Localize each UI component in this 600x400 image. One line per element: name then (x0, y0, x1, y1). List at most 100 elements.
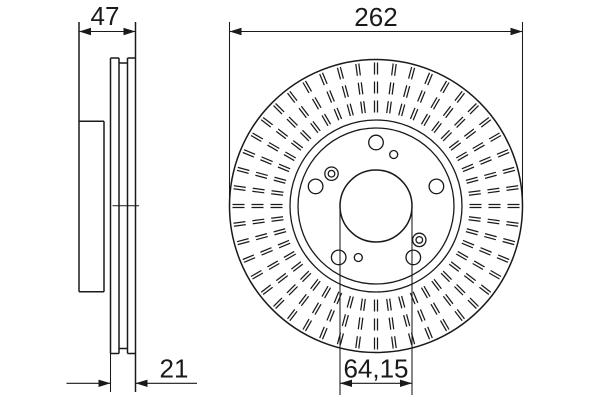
vent-slot-line (260, 257, 306, 293)
outer-diameter-label: 262 (354, 2, 397, 32)
vent-slot-line (457, 151, 510, 175)
vent-slot-line (461, 226, 516, 243)
vent-slot-line (388, 293, 397, 349)
vent-slot-line (243, 240, 296, 263)
vent-slot-line (438, 266, 479, 307)
bolt-holes (307, 134, 445, 266)
vent-slot-line (436, 268, 477, 309)
vent-slot-line (275, 268, 316, 309)
vent-slot-line (388, 63, 397, 119)
vent-slot-line (252, 250, 301, 280)
friction-ring-lines (109, 22, 137, 392)
vent-slot-line (444, 117, 490, 152)
vent-slot-line (302, 281, 332, 330)
outer-diameter-dimension: 262 (228, 2, 524, 206)
width-dimension: 47 (79, 1, 136, 36)
vent-slot-line (287, 92, 322, 138)
vent-slot-line (237, 229, 292, 246)
arrow-right-icon (510, 27, 523, 36)
vent-slot-line (451, 250, 500, 280)
vent-slot-line (456, 240, 509, 263)
vent-slot-line (275, 103, 316, 144)
vent-slot-line (463, 215, 519, 224)
vent-slot-line (358, 293, 367, 349)
ring-bottom-edge (110, 347, 136, 355)
hat-face-line (78, 22, 105, 293)
arrow-right-icon (98, 379, 111, 387)
vent-slot-line (461, 169, 516, 186)
vent-slot-line (242, 237, 295, 261)
vent-slot-line (262, 260, 308, 295)
vent-slot-line (438, 105, 479, 146)
vent-slot-line (420, 281, 450, 330)
vent-slot-line (446, 119, 492, 155)
vent-slot-line (339, 66, 356, 121)
ring-top-edge (110, 57, 136, 64)
vent-slot-line (446, 257, 492, 293)
pin-hole (389, 149, 399, 160)
vent-slot-line (233, 185, 289, 194)
vent-slot-line (242, 151, 295, 175)
screw-hole-inner (415, 235, 424, 244)
vent-slot-line (451, 132, 500, 162)
vent-slot-line (250, 248, 300, 278)
vent-slot-line (273, 105, 314, 146)
thickness-label: 21 (160, 354, 189, 384)
vent-slot-line (427, 276, 463, 322)
vent-slot-line (396, 66, 413, 121)
vent-slot-line (319, 73, 342, 126)
vent-slot-line (321, 72, 345, 125)
vent-slot-line (436, 103, 477, 144)
vent-slot-line (385, 63, 394, 119)
vent-spokes (232, 62, 520, 350)
vent-slot-line (460, 166, 515, 183)
vent-slot-line (418, 282, 448, 332)
vent-slot-line (250, 134, 300, 164)
screw-hole-outer (411, 232, 427, 248)
outer-diameter-circle (228, 58, 524, 354)
center-bore-dimension: 64,15 (339, 206, 413, 395)
friction-inner-circle (289, 119, 463, 293)
vent-slot-line (233, 215, 289, 224)
vent-slot-line (273, 266, 314, 307)
vent-slot-line (407, 72, 431, 125)
vent-slot-line (236, 169, 291, 186)
arrow-left-icon (340, 379, 352, 387)
vent-slot-line (460, 229, 515, 246)
vent-slot-line (289, 90, 325, 136)
hat-circle (297, 127, 455, 285)
pin-hole (353, 252, 363, 263)
section-view: 47 21 (66, 1, 197, 392)
vent-slot-line (396, 291, 413, 346)
center-bore-label: 64,15 (343, 354, 408, 384)
lug-hole (428, 178, 445, 195)
lug-hole (405, 249, 422, 266)
vent-slot-line (336, 67, 353, 122)
vent-slot-line (233, 188, 289, 197)
vent-slot-line (287, 274, 322, 320)
vent-slot-line (319, 286, 342, 339)
center-bore-circle (339, 169, 413, 243)
lug-hole (330, 249, 347, 266)
vent-slot-line (457, 237, 510, 261)
vent-slot-line (410, 73, 433, 126)
od-extension-lines (228, 22, 524, 206)
arrow-left-icon (229, 27, 242, 36)
screw-hole-inner (327, 169, 336, 178)
vent-slot-line (410, 286, 433, 339)
vent-slot-line (233, 218, 289, 227)
vent-slot-line (444, 260, 490, 295)
bore-extension-lines (339, 206, 413, 395)
arrow-left-icon (135, 379, 148, 387)
vent-slot-line (418, 80, 448, 130)
vent-slot-line (243, 149, 296, 172)
vent-slot-line (452, 134, 502, 164)
vent-slot-line (385, 293, 394, 349)
vent-slot-line (302, 82, 332, 131)
arrow-left-icon (79, 27, 91, 36)
lug-hole (368, 134, 384, 151)
vent-slot-line (339, 291, 356, 346)
vent-slot-line (420, 82, 450, 131)
